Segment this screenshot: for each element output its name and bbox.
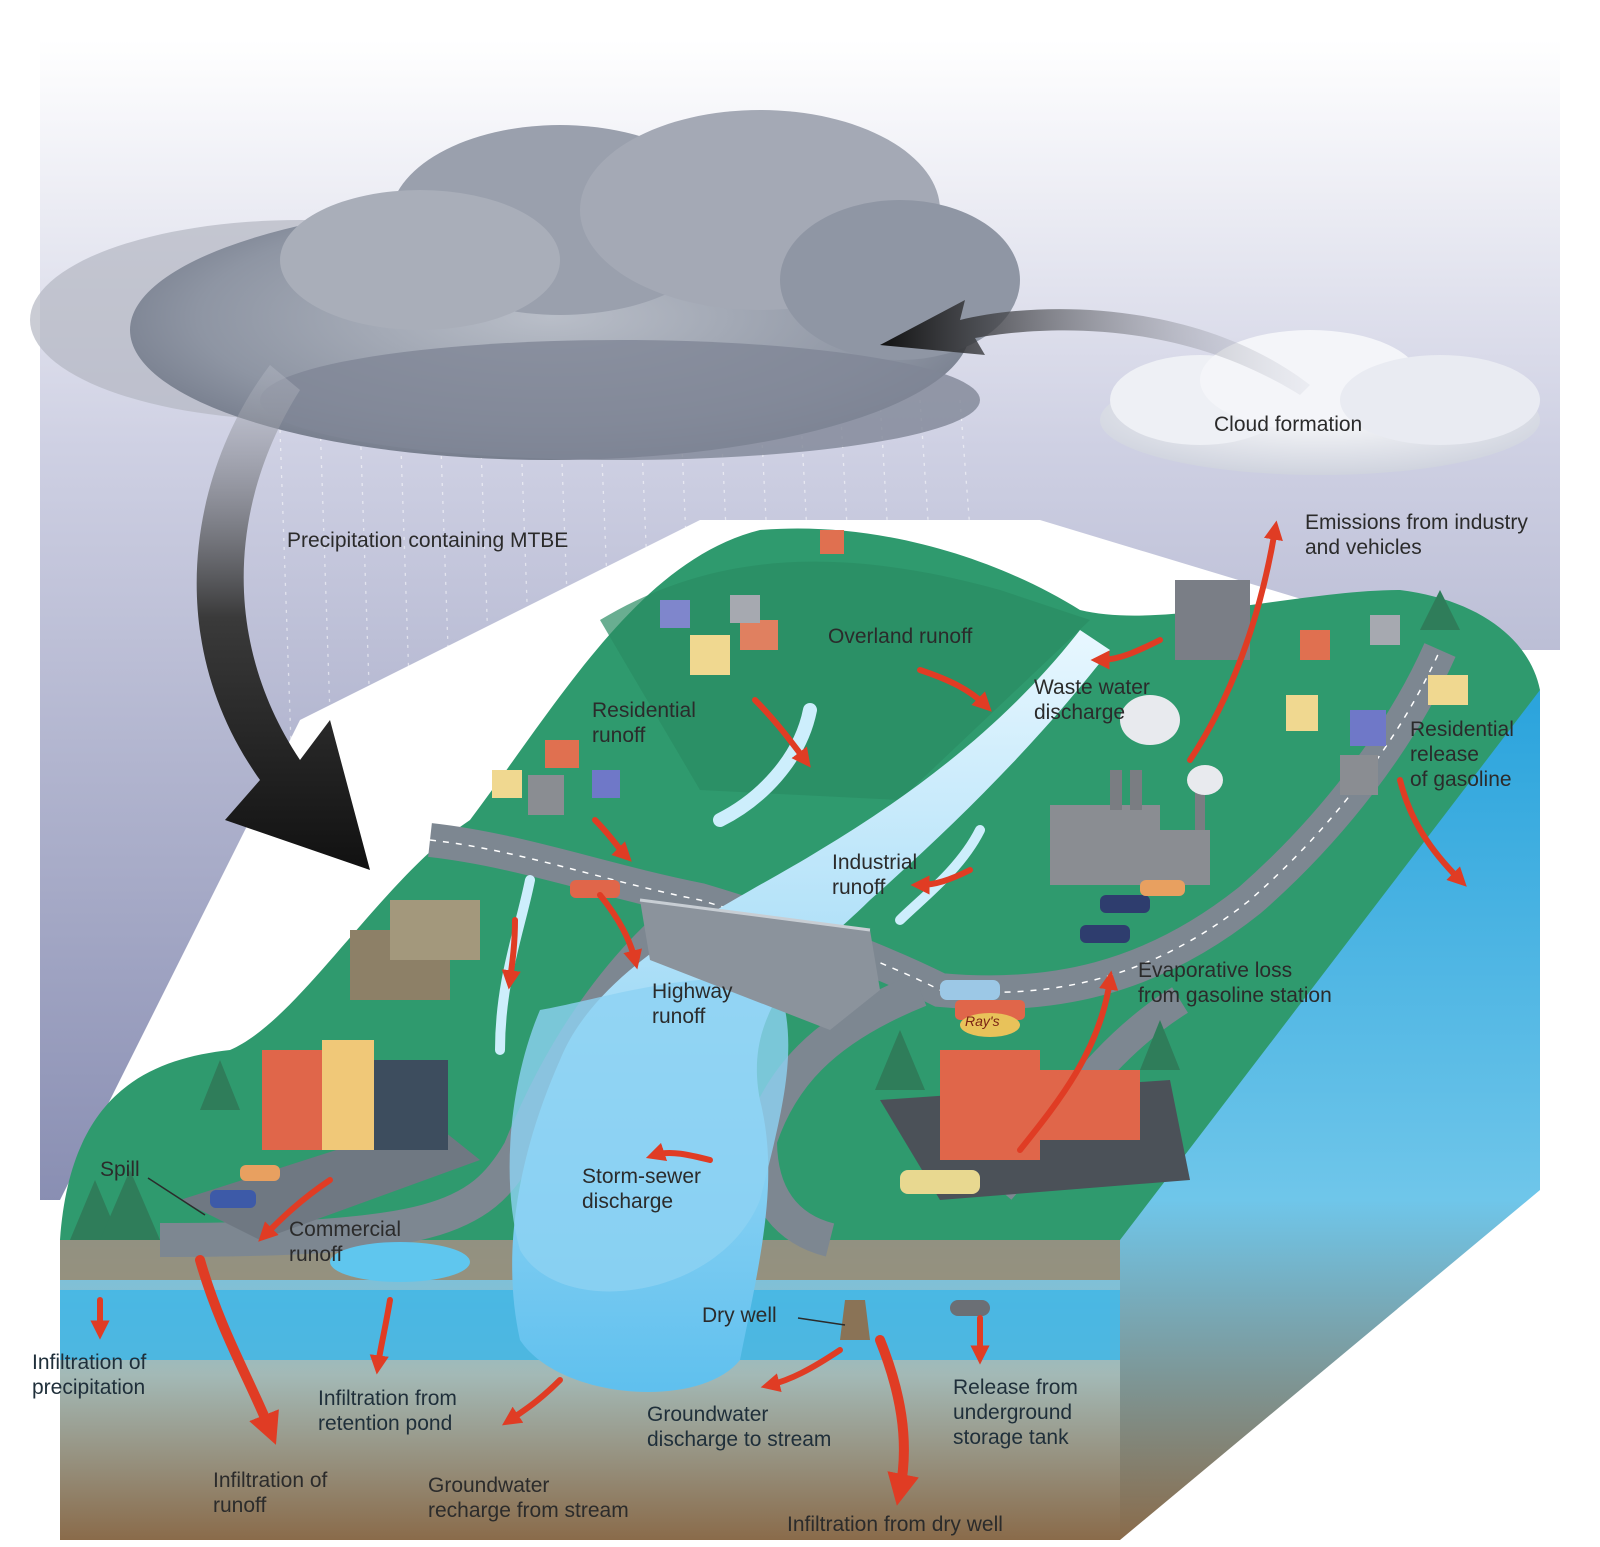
cloud-formation-cloud [1100,330,1540,475]
label-cloud-formation: Cloud formation [1214,413,1363,436]
label-commercial-runoff: Commercial runoff [289,1218,402,1266]
label-infiltration-retention: Infiltration from retention pond [318,1387,457,1435]
office-tower [1175,580,1250,660]
label-overland-runoff: Overland runoff [828,625,973,648]
cars [210,880,1185,1208]
trees [70,590,1460,1240]
label-evaporative-loss: Evaporative loss from gasoline station [1138,959,1332,1007]
label-industrial-runoff: Industrial runoff [832,851,918,899]
dry-well [840,1300,870,1340]
label-infiltration-runoff: Infiltration of runoff [213,1469,328,1517]
label-storm-sewer: Storm-sewer discharge [582,1165,702,1213]
label-precipitation: Precipitation containing MTBE [287,529,569,552]
label-infiltration-dry-well: Infiltration from dry well [787,1513,1003,1536]
storm-cloud [30,110,1020,460]
flow-arrows [90,520,1467,1506]
storage-tank [950,1300,990,1316]
label-release-tank: Release from underground storage tank [953,1376,1078,1449]
label-residential-release: Residential release of gasoline [1410,718,1514,791]
precipitation-arrow [196,365,370,870]
evaporation-arrow [880,300,1310,395]
label-dry-well: Dry well [702,1304,777,1327]
bridge [640,900,880,1030]
label-spill: Spill [100,1158,140,1181]
label-infiltration-precipitation: Infiltration of precipitation [32,1351,147,1399]
label-highway-runoff: Highway runoff [652,980,733,1028]
commercial-buildings [262,900,480,1150]
station-sign-label: Ray's [965,1013,1000,1029]
label-groundwater-recharge: Groundwater recharge from stream [428,1474,629,1522]
label-waste-water: Waste water discharge [1034,676,1150,724]
label-emissions: Emissions from industry and vehicles [1305,511,1528,559]
label-groundwater-discharge: Groundwater discharge to stream [647,1403,832,1451]
retention-pond [330,1242,470,1282]
block-side [1120,690,1540,1540]
label-residential-runoff: Residential runoff [592,699,696,747]
factory [1050,580,1250,885]
houses [492,530,1468,815]
